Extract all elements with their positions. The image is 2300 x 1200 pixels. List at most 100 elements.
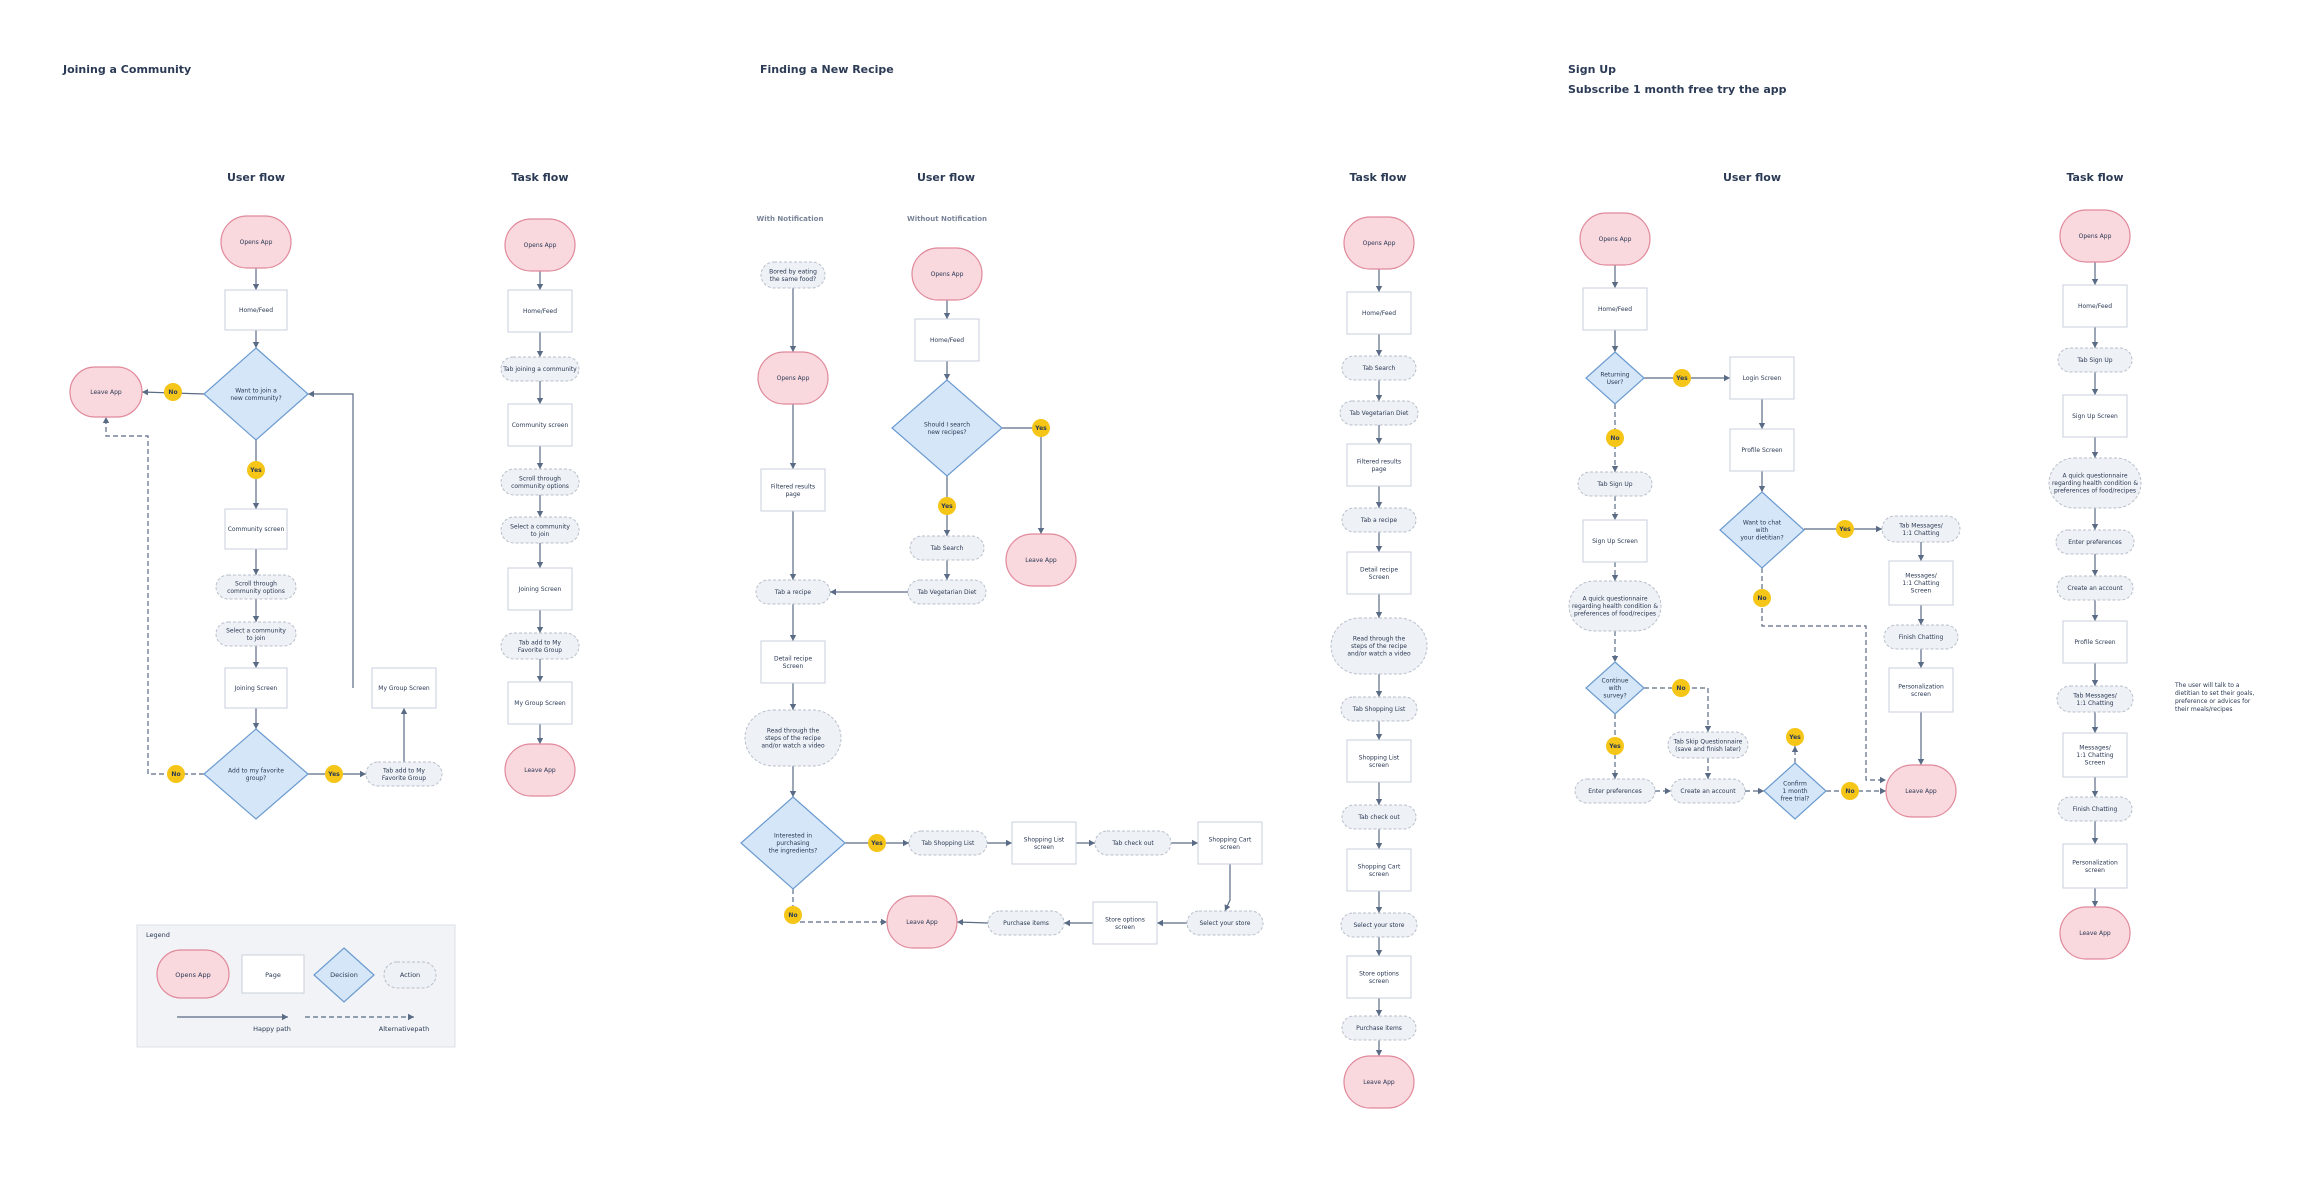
legend-title: Legend [146, 931, 170, 939]
node-action-rt_purchase: Purchase items [1341, 1015, 1417, 1041]
node-shape [1841, 782, 1859, 800]
node-label: Finish Chatting [2073, 806, 2118, 813]
node-label: Tab a recipe [774, 589, 811, 596]
node-terminal-r_open2: Opens App [911, 247, 983, 301]
edge-r_purchase-to-r_leave1 [956, 918, 989, 926]
node-badge-s_no2: No [1753, 589, 1771, 607]
node-shape [1883, 624, 1959, 650]
node-badge-r_no1: No [784, 906, 802, 924]
node-terminal-st_leave: Leave App [2059, 906, 2131, 960]
node-shape [1032, 419, 1050, 437]
node-shape [1881, 515, 1961, 543]
node-shape [760, 261, 826, 289]
node-shape [507, 681, 573, 725]
node-terminal-st_open: Opens App [2059, 209, 2131, 263]
node-page-ct_comm: Community screen [507, 403, 573, 447]
node-shape [744, 709, 842, 767]
edge-r_cart-to-r_selstore [1224, 864, 1231, 912]
node-shape [1197, 821, 1263, 865]
node-shape [891, 379, 1003, 477]
node-page-c_mygroup: My Group Screen [371, 667, 437, 709]
node-shape [1346, 443, 1412, 487]
node-shape [1672, 679, 1690, 697]
node-shape [2062, 620, 2128, 664]
node-label: Opens App [2079, 233, 2112, 240]
node-shape [1341, 1015, 1417, 1041]
node-shape [247, 461, 265, 479]
node-action-rt_selstore: Select your store [1340, 912, 1418, 938]
node-shape [220, 215, 292, 269]
node-action-s_skip: Tab Skip Questionnaire(save and finish l… [1667, 731, 1749, 759]
node-label: Tab Search [930, 545, 964, 552]
node-shape [1667, 731, 1749, 759]
node-action-st_tabmsg: Tab Messages/1:1 Chatting [2056, 685, 2134, 713]
node-action-r_tabshop: Tab Shopping List [908, 830, 988, 856]
col-heading-community-user: User flow [227, 171, 285, 184]
node-shape [1579, 212, 1651, 266]
node-shape [987, 910, 1065, 936]
node-label: Tab Search [1362, 365, 1396, 372]
node-shape [914, 318, 980, 362]
node-shape [500, 632, 580, 660]
node-label: Leave App [524, 767, 556, 774]
node-terminal-ct_leave: Leave App [504, 743, 576, 797]
node-label: Profile Screen [1741, 447, 1782, 454]
legend-happy-path-label: Happy path [253, 1025, 291, 1033]
node-label: Tab check out [1111, 840, 1154, 847]
node-badge-r_yes3: Yes [1032, 419, 1050, 437]
node-shape [500, 468, 580, 496]
node-action-rt_tabrecipe: Tab a recipe [1341, 507, 1417, 533]
node-action-r_selstore: Select your store [1186, 910, 1264, 936]
node-shape [1763, 762, 1827, 820]
node-terminal-r_open1: Opens App [757, 351, 829, 405]
node-shape [1577, 471, 1653, 497]
node-action-rt_tabshop: Tab Shopping List [1340, 696, 1418, 722]
node-shape [740, 796, 846, 890]
node-badge-s_no3: No [1672, 679, 1690, 697]
node-label: No [788, 912, 797, 919]
node-label: Opens App [1599, 236, 1632, 243]
node-page-s_login: Login Screen [1729, 356, 1795, 400]
node-action-r_checkout: Tab check out [1094, 830, 1172, 856]
node-shape [1340, 912, 1418, 938]
node-page-c_comm: Community screen [224, 508, 288, 550]
node-shape [325, 765, 343, 783]
node-label: Tab a recipe [1360, 517, 1397, 524]
node-shape [1346, 739, 1412, 783]
node-shape [1888, 667, 1954, 713]
node-shape [164, 383, 182, 401]
node-badge-c_no2: No [167, 765, 185, 783]
node-shape [1341, 355, 1417, 381]
node-shape [755, 579, 831, 605]
node-shape [1341, 507, 1417, 533]
node-action-st_enter: Enter preferences [2055, 529, 2135, 555]
node-terminal-rt_open: Opens App [1343, 216, 1415, 270]
node-action-s_tabmsg: Tab Messages/1:1 Chatting [1881, 515, 1961, 543]
node-shape [167, 765, 185, 783]
node-shape [504, 218, 576, 272]
node-badge-s_yes1: Yes [1673, 369, 1691, 387]
